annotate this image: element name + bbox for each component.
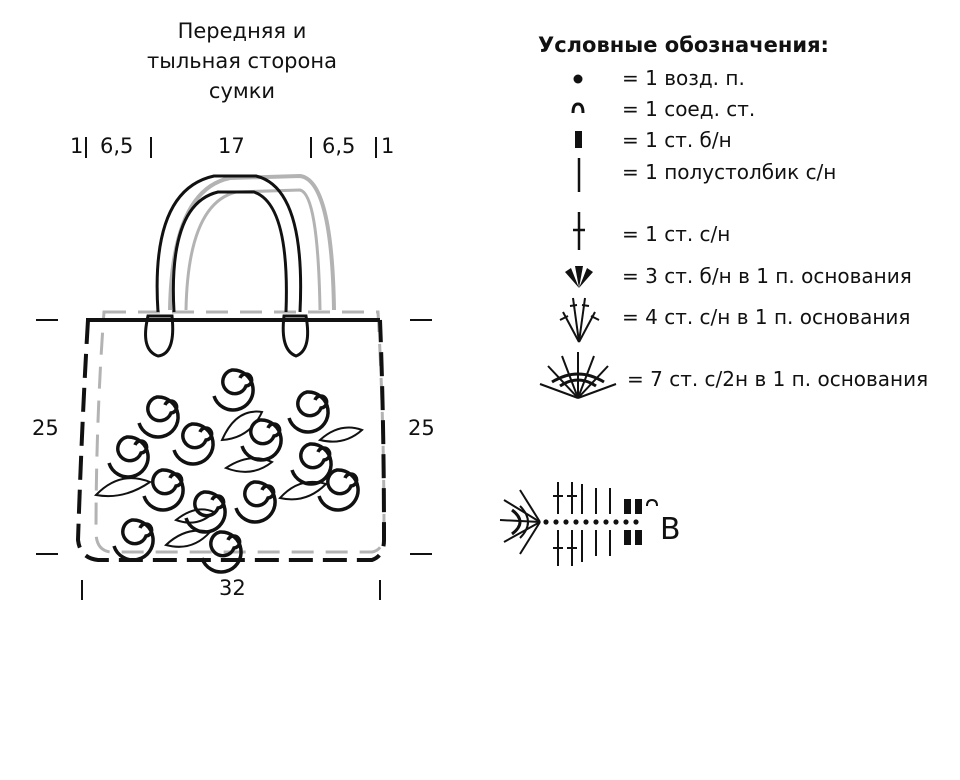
legend-item-slip-stitch: = 1 соед. ст.: [622, 97, 756, 121]
legend-item-half-double: = 1 полустолбик с/н: [622, 160, 837, 184]
crochet-chart: [499, 482, 658, 566]
schematic-title-line-3: сумки: [208, 79, 276, 103]
schematic-title: Передняя и тыльная сторона сумки: [130, 16, 354, 106]
legend-item-four-dc: = 4 ст. с/н в 1 п. основания: [622, 305, 911, 329]
legend-item-seven-tr: = 7 ст. с/2н в 1 п. основания: [627, 367, 929, 391]
chart-label: B: [660, 512, 681, 547]
bag-back-outline: [94, 173, 386, 554]
chart-upper-stitches: [553, 482, 658, 514]
legend-item-single-crochet: = 1 ст. б/н: [622, 128, 732, 152]
leaves: [93, 410, 364, 548]
single-crochet-block-icon: [575, 131, 582, 148]
dim-height-left: 25: [32, 416, 59, 440]
legend-title: Условные обозначения:: [538, 33, 829, 57]
dimension-ticks: [36, 137, 432, 600]
three-sc-fan-icon: [565, 266, 593, 288]
slip-stitch-arc-icon: [571, 102, 585, 114]
dim-bottom-width: 32: [219, 576, 246, 600]
seven-tr-fan-icon: [539, 352, 617, 399]
chart-chain-dots: [543, 519, 639, 525]
chart-lower-stitches: [553, 530, 642, 566]
dim-height-right: 25: [408, 416, 435, 440]
legend-item-double-crochet: = 1 ст. с/н: [622, 222, 731, 246]
four-dc-fan-icon: [559, 297, 600, 343]
bag-front-outline: [75, 318, 387, 562]
dim-center: 17: [218, 134, 245, 158]
schematic-title-line-2: тыльная сторона: [147, 49, 337, 73]
chart-fan-icon: [499, 489, 541, 555]
dim-right-edge: 1: [381, 134, 395, 158]
dim-left-edge: 1: [70, 134, 84, 158]
dim-left-side: 6,5: [100, 134, 134, 158]
chain-dot-icon: [573, 74, 583, 84]
schematic-title-line-1: Передняя и: [177, 19, 307, 43]
double-crochet-cross-icon: [573, 212, 585, 250]
dim-right-side: 6,5: [322, 134, 356, 158]
legend-item-three-sc: = 3 ст. б/н в 1 п. основания: [622, 264, 912, 288]
bag-handle: [144, 174, 310, 358]
legend-item-chain: = 1 возд. п.: [622, 66, 745, 90]
